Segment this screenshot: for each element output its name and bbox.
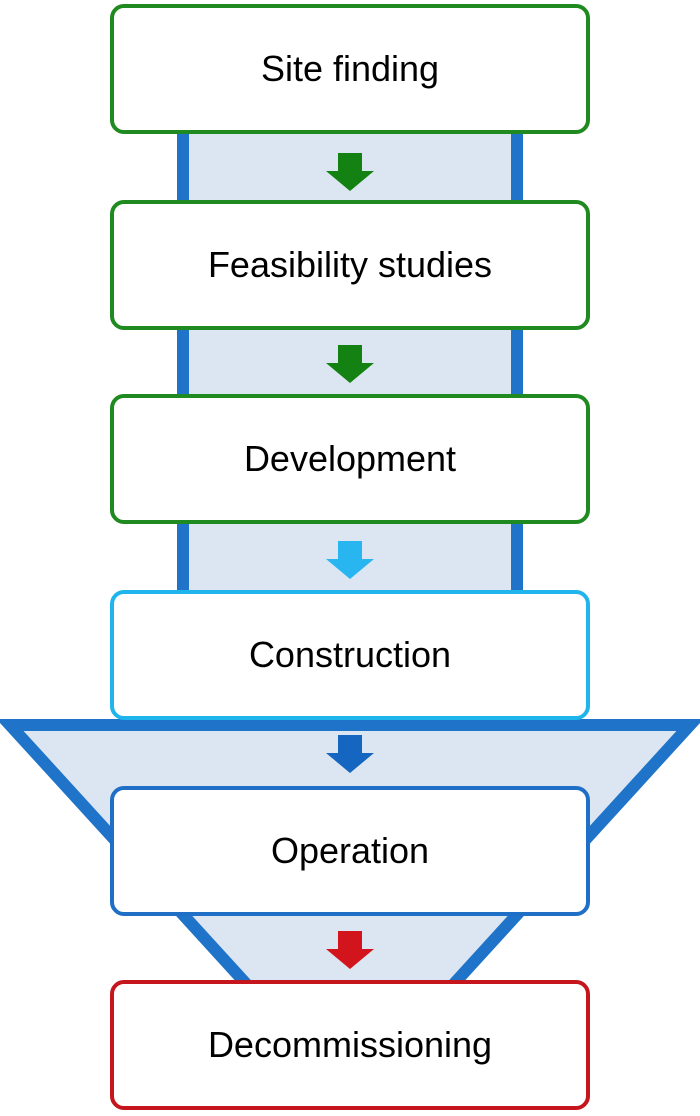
down-arrow-icon [326, 541, 374, 579]
step-feasibility-studies: Feasibility studies [110, 200, 590, 330]
step-label: Site finding [260, 48, 440, 89]
down-arrow-icon [326, 735, 374, 773]
step-label: Decommissioning [207, 1024, 493, 1065]
step-development: Development [110, 394, 590, 524]
down-arrow-icon [326, 153, 374, 191]
down-arrow-icon [326, 345, 374, 383]
step-label: Development [243, 438, 457, 479]
step-label: Operation [270, 830, 430, 871]
step-operation: Operation [110, 786, 590, 916]
step-construction: Construction [110, 590, 590, 720]
step-decommissioning: Decommissioning [110, 980, 590, 1110]
down-arrow-icon [326, 931, 374, 969]
step-site-finding: Site finding [110, 4, 590, 134]
step-label: Feasibility studies [207, 244, 493, 285]
step-label: Construction [248, 634, 452, 675]
